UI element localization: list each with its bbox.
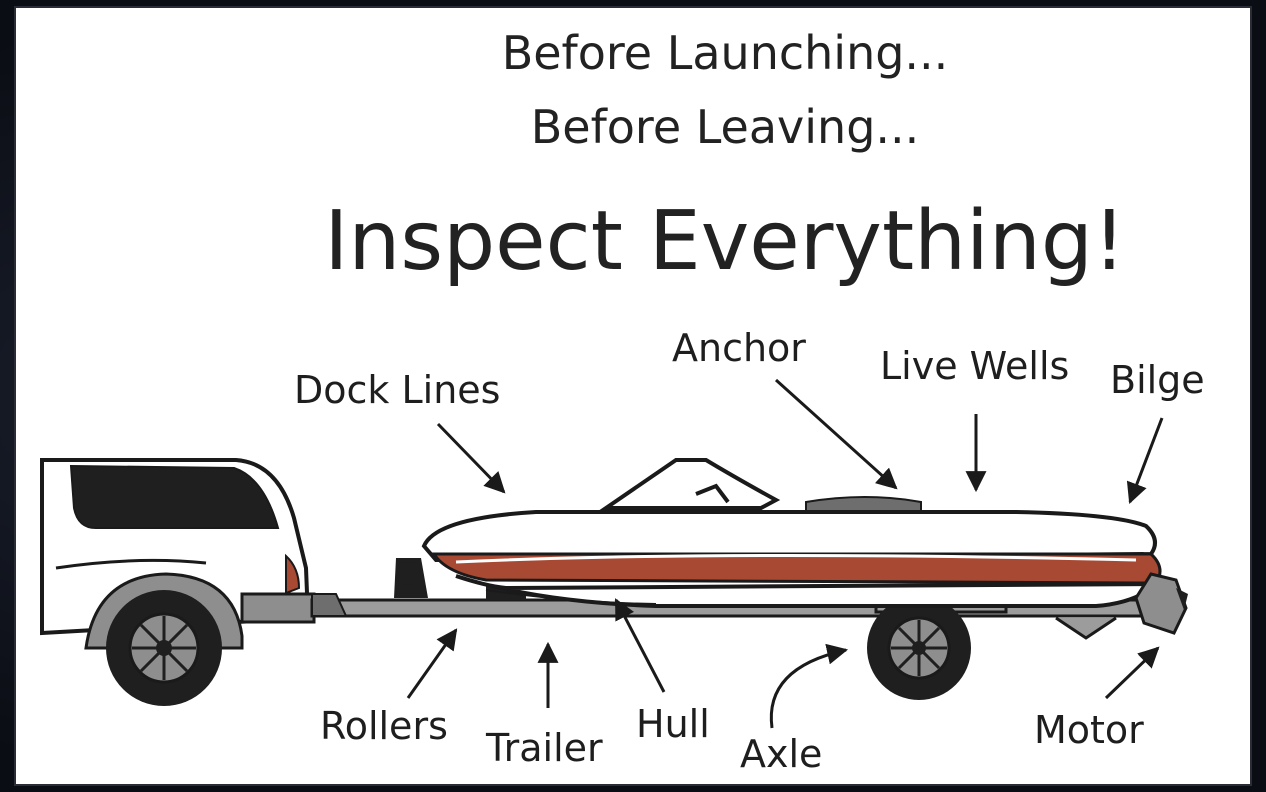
boat-windshield bbox=[606, 460, 776, 508]
label-trailer: Trailer bbox=[486, 726, 603, 770]
label-bilge: Bilge bbox=[1110, 358, 1205, 402]
label-motor: Motor bbox=[1034, 708, 1144, 752]
arrow-motor bbox=[1106, 648, 1158, 698]
label-hull: Hull bbox=[636, 702, 710, 746]
arrow-anchor bbox=[776, 380, 896, 488]
label-axle: Axle bbox=[740, 732, 822, 776]
header-line-1: Before Launching... bbox=[108, 26, 1266, 80]
label-live-wells: Live Wells bbox=[880, 344, 1069, 388]
vehicle-bumper bbox=[242, 594, 314, 622]
arrow-dock-lines bbox=[438, 424, 504, 492]
inspection-poster: Before Launching... Before Leaving... In… bbox=[14, 6, 1252, 786]
arrow-rollers bbox=[408, 630, 456, 698]
vehicle-wheel bbox=[106, 590, 222, 706]
label-dock-lines: Dock Lines bbox=[294, 368, 500, 412]
trailer-coupler bbox=[312, 594, 346, 616]
arrow-axle bbox=[771, 650, 846, 728]
tow-vehicle bbox=[42, 460, 314, 706]
arrow-bilge bbox=[1130, 418, 1162, 502]
page-title: Inspect Everything! bbox=[108, 194, 1266, 289]
vehicle-rear-window bbox=[71, 466, 278, 528]
label-anchor: Anchor bbox=[672, 326, 806, 370]
label-rollers: Rollers bbox=[320, 704, 448, 748]
header-line-2: Before Leaving... bbox=[108, 100, 1266, 154]
trailer-wheel bbox=[867, 596, 971, 700]
